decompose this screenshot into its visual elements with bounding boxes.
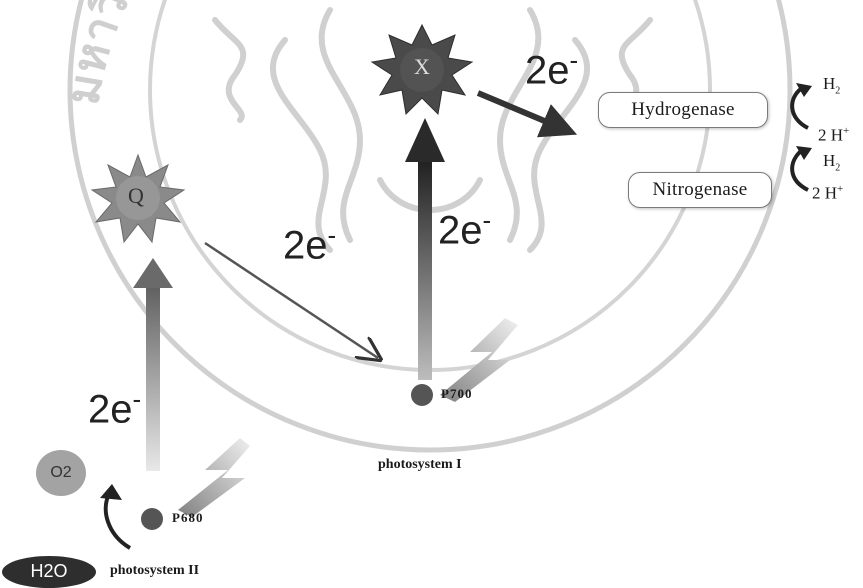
- electron-count-p700-to-x: 2e-: [438, 205, 491, 253]
- x-label: X: [414, 54, 430, 80]
- water-molecule: H2O: [2, 556, 96, 588]
- hydrogenase-h2-product: H2: [823, 74, 840, 96]
- p700-label: P700: [441, 386, 472, 402]
- electron-count-psii-to-q: 2e-: [88, 384, 141, 432]
- photosystem-ii-label: photosystem II: [110, 563, 199, 579]
- q-label: Q: [128, 183, 144, 209]
- p680-label: P680: [172, 510, 203, 526]
- electron-count-x-to-enzymes: 2e-: [525, 45, 578, 93]
- light-bolt-psii-icon: [178, 438, 250, 517]
- arrow-psii-to-q: [133, 258, 173, 471]
- nitrogenase-box: Nitrogenase: [628, 172, 772, 208]
- p680-reaction-center-icon: [141, 508, 163, 530]
- oxygen-molecule: O2: [36, 450, 86, 496]
- p700-reaction-center-icon: [411, 384, 433, 406]
- arrow-x-to-enzymes: [478, 93, 566, 130]
- nitrogenase-2h-reactant: 2 H+: [812, 183, 843, 204]
- electron-count-q-to-psi: 2e-: [283, 220, 336, 268]
- water-splitting-arrow-icon: [106, 492, 130, 548]
- photosystem-i-label: photosystem I: [378, 457, 462, 473]
- hydrogenase-2h-reactant: 2 H+: [818, 125, 849, 146]
- nitrogenase-h2-product: H2: [823, 151, 840, 173]
- hydrogenase-box: Hydrogenase: [598, 92, 768, 128]
